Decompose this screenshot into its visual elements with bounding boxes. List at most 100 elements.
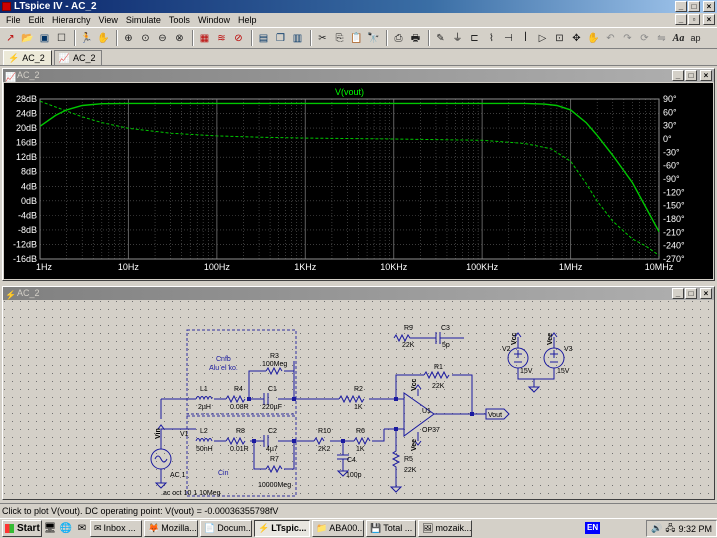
menu-view[interactable]: View: [98, 15, 118, 25]
pan-icon[interactable]: ⊙: [141, 32, 150, 44]
task-mozaik[interactable]: 🖼mozaik...: [418, 520, 472, 537]
task-aba[interactable]: 📁ABA00...: [312, 520, 364, 537]
maximize-button[interactable]: □: [688, 1, 700, 12]
title-bar[interactable]: LTspice IV - AC_2 _ □ ×: [0, 0, 717, 13]
resistor-r8[interactable]: [225, 436, 246, 446]
zoom-fit-icon[interactable]: ⊗: [175, 32, 184, 44]
cut-icon[interactable]: ✂: [318, 32, 327, 44]
spice-directive[interactable]: .ac oct 10 1 10Meg: [161, 490, 221, 497]
inductor-l1[interactable]: [195, 396, 213, 401]
close-button[interactable]: ×: [703, 1, 715, 12]
tile-vertical-icon[interactable]: ▥: [292, 32, 303, 44]
language-indicator[interactable]: EN: [585, 522, 601, 534]
open-schematic-icon[interactable]: ↗: [6, 32, 15, 44]
menu-simulate[interactable]: Simulate: [125, 15, 161, 25]
rotate-icon[interactable]: ⟳: [640, 32, 649, 44]
resistor-r3[interactable]: [265, 366, 283, 376]
mdi-restore-button[interactable]: ▫: [688, 14, 700, 25]
capacitor-c3[interactable]: [435, 332, 464, 344]
copy-icon[interactable]: ⎘: [335, 32, 344, 44]
diode-icon[interactable]: ▷: [538, 32, 547, 44]
menu-file[interactable]: File: [6, 15, 21, 25]
tile-horizontal-icon[interactable]: ▤: [258, 32, 269, 44]
component-icon[interactable]: ⊡: [555, 32, 564, 44]
tray-speaker-icon[interactable]: 🔊: [651, 523, 663, 533]
mdi-minimize-button[interactable]: _: [675, 14, 687, 25]
quicklaunch-browser-icon[interactable]: 🌐: [59, 522, 73, 534]
start-button[interactable]: Start: [2, 520, 42, 537]
resistor-r6[interactable]: [353, 436, 371, 446]
schematic-drawing[interactable]: R3 100Meg Cnfb Alu el ko. L1 2µH R4 0.08…: [4, 301, 713, 497]
mirror-icon[interactable]: ⇋: [657, 32, 666, 44]
resistor-r5[interactable]: [391, 429, 401, 487]
quicklaunch-desktop-icon[interactable]: 🖥: [43, 522, 57, 534]
task-total[interactable]: 💾Total ...: [366, 520, 416, 537]
control-panel-icon[interactable]: ☐: [57, 32, 66, 44]
menu-window[interactable]: Window: [197, 15, 230, 25]
drag-icon[interactable]: ✋: [587, 32, 600, 44]
capacitor-c4[interactable]: [337, 441, 349, 471]
halt-icon[interactable]: ✋: [97, 32, 110, 44]
autorange-icon[interactable]: ▦: [199, 32, 210, 44]
save-icon[interactable]: ▣: [39, 32, 50, 44]
cascade-icon[interactable]: ❐: [276, 32, 285, 44]
plot-window-titlebar[interactable]: 📈 AC_2 _ □ ×: [3, 69, 714, 82]
tray-network-icon[interactable]: 🖧: [665, 522, 676, 533]
menu-hierarchy[interactable]: Hierarchy: [52, 15, 91, 25]
resistor-icon[interactable]: ⌇: [489, 32, 494, 44]
capacitor-c2[interactable]: [263, 435, 269, 447]
ground-icon[interactable]: ⏚: [452, 32, 463, 44]
task-mozilla[interactable]: 🦊Mozilla...: [144, 520, 198, 537]
schematic-window-titlebar[interactable]: ⚡ AC_2 _ □ ×: [3, 287, 714, 300]
resistor-r1[interactable]: [423, 370, 450, 380]
tab-plot[interactable]: 📈 AC_2: [53, 50, 103, 65]
schematic-maximize-button[interactable]: □: [685, 288, 697, 299]
zoom-out-icon[interactable]: ⊖: [158, 32, 167, 44]
plot-close-button[interactable]: ×: [700, 70, 712, 81]
minimize-button[interactable]: _: [675, 1, 687, 12]
paste-icon[interactable]: 📋: [350, 32, 363, 44]
menu-edit[interactable]: Edit: [28, 15, 45, 25]
print-icon[interactable]: ⎙: [394, 32, 403, 44]
delete-trace-icon[interactable]: ⊘: [234, 32, 243, 44]
label-net-icon[interactable]: ⊏: [470, 32, 479, 44]
plot-minimize-button[interactable]: _: [672, 70, 684, 81]
text-icon[interactable]: Aa: [672, 32, 685, 44]
move-icon[interactable]: ✥: [572, 32, 581, 44]
opamp-u1[interactable]: [403, 392, 435, 437]
task-inbox[interactable]: ✉Inbox ...: [90, 520, 142, 537]
tab-schematic[interactable]: ⚡ AC_2: [3, 50, 52, 65]
schematic-minimize-button[interactable]: _: [672, 288, 684, 299]
resistor-r2[interactable]: [338, 394, 365, 404]
zoom-in-icon[interactable]: ⊕: [124, 32, 133, 44]
task-documents[interactable]: 📄Docum...: [200, 520, 252, 537]
schematic-canvas[interactable]: R3 100Meg Cnfb Alu el ko. L1 2µH R4 0.08…: [4, 301, 713, 497]
menu-help[interactable]: Help: [237, 15, 257, 25]
resistor-r9[interactable]: [393, 333, 436, 343]
resistor-r4[interactable]: [225, 394, 246, 404]
inductor-icon[interactable]: ꟾ: [524, 32, 527, 44]
vout-port[interactable]: [485, 408, 510, 420]
open-folder-icon[interactable]: 📂: [21, 32, 34, 44]
plot-waveform-icon[interactable]: ≋: [217, 32, 226, 44]
resistor-r7[interactable]: [265, 464, 283, 474]
undo-icon[interactable]: ↶: [606, 32, 615, 44]
inductor-l2[interactable]: [195, 438, 213, 443]
bode-chart[interactable]: 28dB24dB20dB16dB12dB8dB4dB0dB-4dB-8dB-12…: [4, 83, 713, 279]
resistor-r10[interactable]: [313, 437, 325, 446]
spice-directive-icon[interactable]: ap: [690, 32, 701, 43]
redo-icon[interactable]: ↷: [623, 32, 632, 44]
schematic-close-button[interactable]: ×: [700, 288, 712, 299]
task-ltspice[interactable]: ⚡LTspic...: [254, 520, 310, 537]
quicklaunch-mail-icon[interactable]: ✉: [77, 522, 87, 534]
print-preview-icon[interactable]: 🖶: [410, 32, 421, 44]
tray-clock[interactable]: 9:32 PM: [678, 523, 712, 534]
run-icon[interactable]: 🏃: [80, 32, 93, 44]
wire-icon[interactable]: ✎: [436, 32, 445, 44]
plot-maximize-button[interactable]: □: [685, 70, 697, 81]
find-icon[interactable]: 🔭: [367, 32, 380, 44]
mdi-close-button[interactable]: ×: [703, 14, 715, 25]
capacitor-c1[interactable]: [263, 393, 269, 405]
capacitor-icon[interactable]: ⊣: [504, 32, 513, 44]
